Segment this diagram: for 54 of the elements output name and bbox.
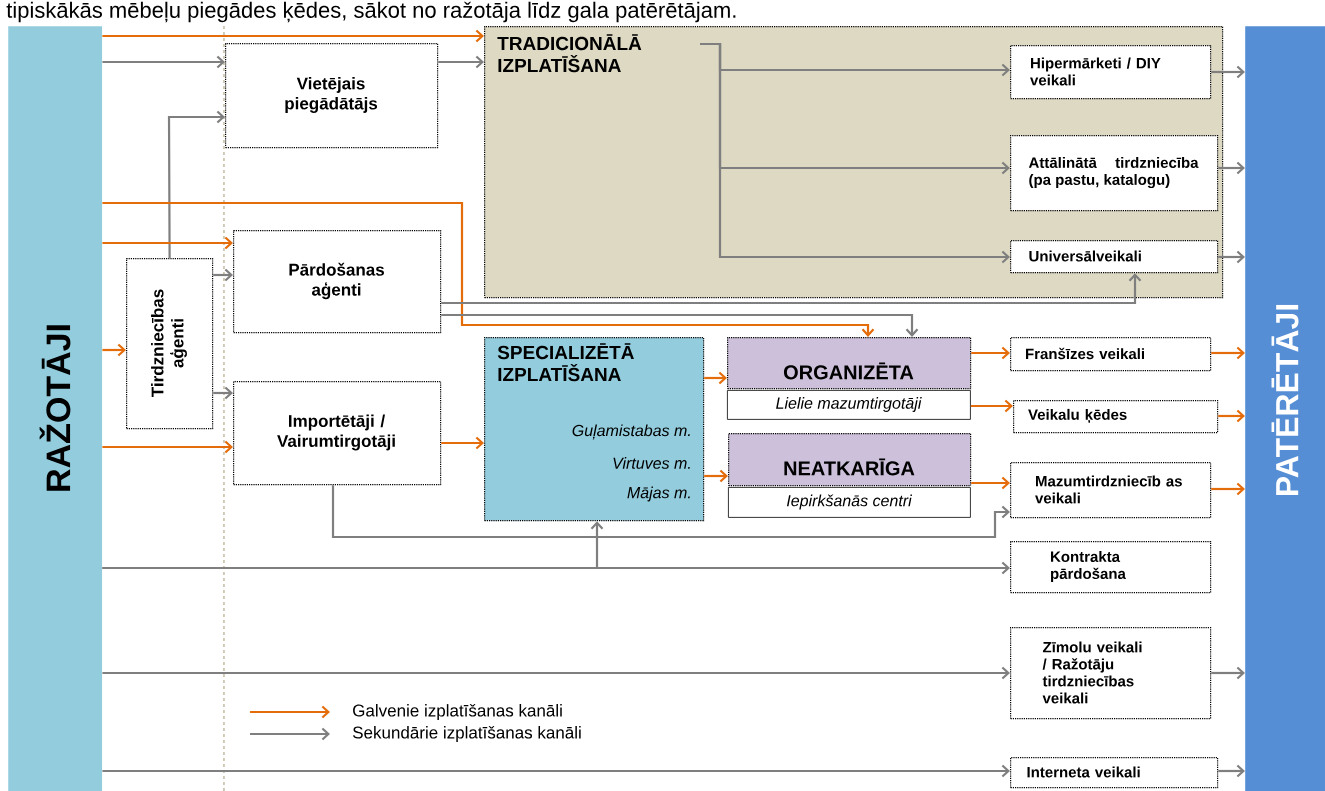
arrow bbox=[1211, 482, 1245, 496]
outlet-box: Veikalu ķēdes bbox=[1013, 400, 1219, 434]
arrow bbox=[102, 764, 1010, 778]
side-band: PATĒRĒTĀJI bbox=[1245, 26, 1325, 791]
arrow bbox=[102, 561, 1010, 575]
arrow bbox=[213, 268, 233, 282]
arrow bbox=[102, 29, 484, 43]
arrow bbox=[1211, 65, 1245, 79]
arrow bbox=[102, 343, 126, 357]
arrow bbox=[971, 346, 1010, 360]
side-band: RAŽOTĀJI bbox=[8, 26, 103, 791]
intermediary-box: Pārdošanas aģenti bbox=[233, 230, 442, 334]
arrow bbox=[1218, 250, 1245, 264]
arrow bbox=[213, 386, 233, 400]
outlet-box: Hipermārketi / DIY veikali bbox=[1010, 45, 1212, 100]
arrow bbox=[1211, 346, 1245, 360]
arrow bbox=[102, 55, 225, 69]
arrow bbox=[1211, 666, 1245, 680]
arrow bbox=[704, 371, 727, 385]
arrow bbox=[102, 440, 233, 454]
arrow bbox=[970, 399, 1013, 413]
arrow bbox=[1218, 764, 1245, 778]
heading: tipiskākās mēbeļu piegādes ķēdes, sākot no ražotāja līdz gala patērētājam. bbox=[6, 1, 736, 23]
arrow bbox=[441, 313, 919, 337]
intermediary-box: Vietējais piegādātājs bbox=[225, 43, 439, 149]
agent-box: Tirdzniecības aģenti bbox=[126, 258, 214, 430]
legend-label: Galvenie izplatīšanas kanāli bbox=[353, 704, 562, 720]
outlet-box: Franšīzes veikali bbox=[1010, 337, 1212, 372]
outlet-box: Interneta veikali bbox=[1010, 757, 1219, 789]
outlet-box: Universālveikali bbox=[1010, 240, 1219, 274]
outlet-box: Mazumtirdzniecīb as veikali bbox=[1010, 462, 1212, 519]
arrow bbox=[1218, 161, 1245, 175]
arrow bbox=[1218, 409, 1245, 423]
arrow bbox=[102, 666, 1010, 680]
outlet-box: Kontrakta pārdošana bbox=[1010, 541, 1212, 594]
arrow bbox=[102, 236, 233, 250]
arrow bbox=[704, 469, 728, 483]
category-box: ORGANIZĒTA bbox=[727, 337, 972, 390]
subcategory-box: Iepirkšanās centri bbox=[728, 487, 971, 518]
subcategory-box: Lielie mazumtirgotāji bbox=[727, 390, 971, 420]
outlet-box: Attālinātā tirdzniecība (pa pastu, katalogu) bbox=[1010, 135, 1219, 212]
arrow bbox=[971, 476, 1010, 490]
outlet-box: Zīmolu veikali / Ražotāju tirdzniecības veikali bbox=[1010, 627, 1212, 720]
arrow bbox=[700, 42, 1010, 264]
channel-panel: SPECIALIZĒTĀ IZPLATĪŠANA Guļamistabas m. Virtuves m. Mājas m. bbox=[484, 337, 705, 522]
arrow bbox=[167, 110, 225, 258]
intermediary-box: Importētāji / Vairumtirgotāji bbox=[233, 381, 442, 486]
arrow bbox=[441, 273, 1142, 305]
arrow bbox=[438, 55, 484, 69]
legend-label: Sekundārie izplatīšanas kanāli bbox=[353, 726, 581, 742]
arrow bbox=[331, 485, 1010, 539]
arrow bbox=[441, 436, 484, 450]
category-box: NEATKARĪGA bbox=[728, 433, 972, 487]
arrow bbox=[102, 201, 875, 337]
